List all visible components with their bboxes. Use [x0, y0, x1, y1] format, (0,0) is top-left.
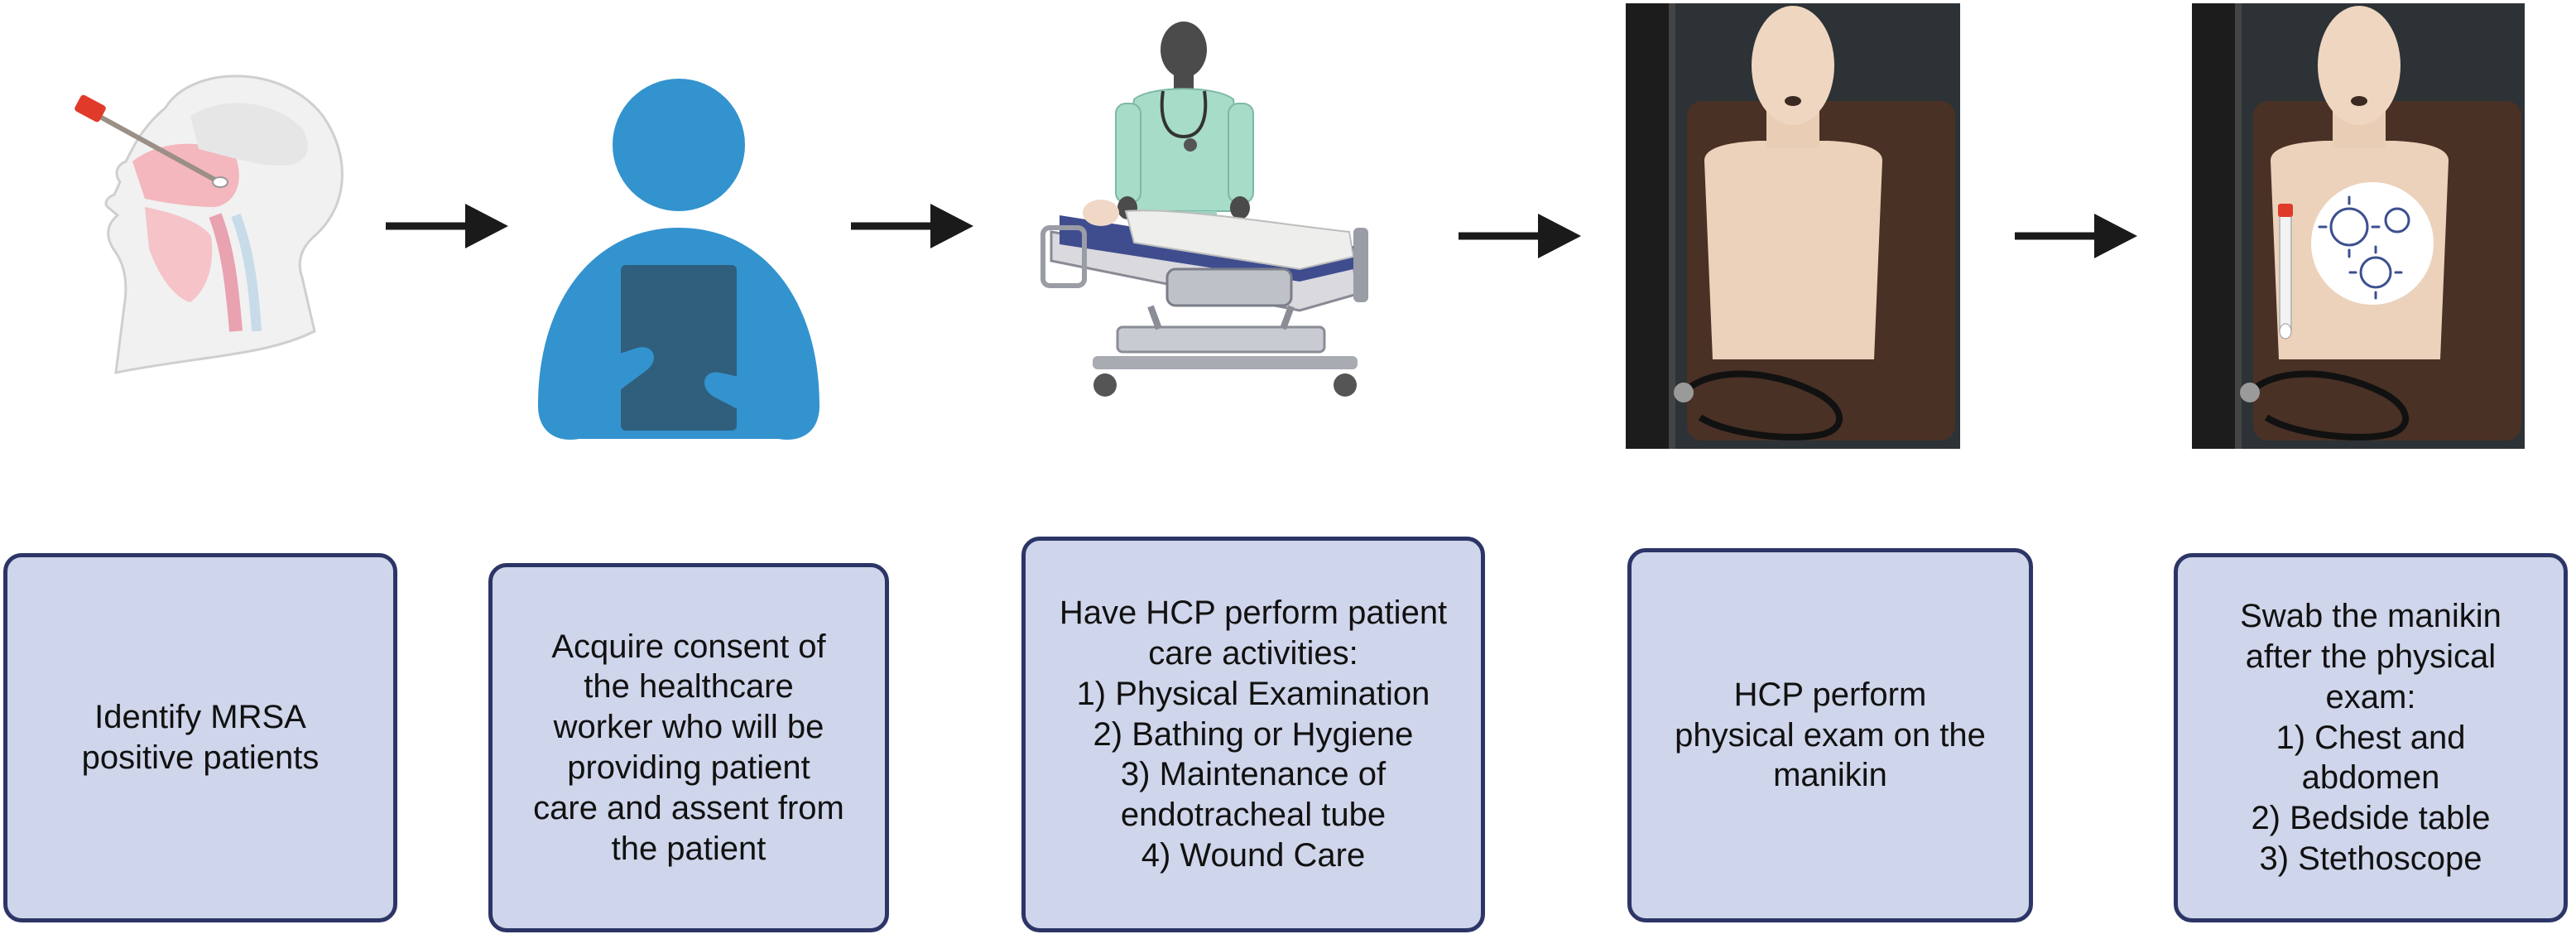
step-box-2: Acquire consent of the healthcare worker… — [488, 563, 889, 932]
flow-arrow-1 — [386, 204, 510, 253]
manikin-photo — [1626, 3, 1960, 449]
flow-arrow-2 — [851, 204, 975, 253]
nasal-swab-icon — [66, 58, 364, 389]
step-text-2: Acquire consent of the healthcare worker… — [533, 628, 844, 867]
person-with-tablet-icon — [513, 75, 844, 447]
manikin-swab-photo — [2192, 3, 2525, 449]
step-text-3: Have HCP perform patient care activities… — [1059, 595, 1448, 874]
step-text-1: Identify MRSA positive patients — [81, 699, 320, 776]
flow-arrow-3 — [1459, 214, 1583, 262]
flow-arrow-4 — [2015, 214, 2139, 262]
hcp-patient-bed-icon — [1026, 21, 1391, 410]
step-text-4: HCP perform physical exam on the manikin — [1675, 676, 1986, 794]
step-box-4: HCP perform physical exam on the manikin — [1627, 548, 2033, 922]
step-box-3: Have HCP perform patient care activities… — [1021, 537, 1485, 932]
step-box-5: Swab the manikin after the physical exam… — [2174, 553, 2568, 922]
step-text-5: Swab the manikin after the physical exam… — [2240, 598, 2502, 877]
step-box-1: Identify MRSA positive patients — [3, 553, 397, 922]
